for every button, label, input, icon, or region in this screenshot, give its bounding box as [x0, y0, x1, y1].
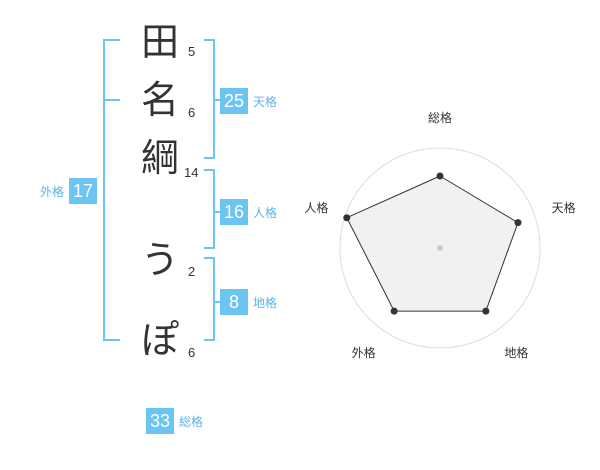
soukaku-label: 総格 — [179, 414, 204, 429]
stroke-count-5: 6 — [188, 345, 196, 360]
stroke-count-1: 5 — [188, 44, 196, 59]
chikaku-badge: 8 地格 — [220, 289, 277, 315]
radar-center-dot — [437, 245, 443, 251]
name-char-1: 田 — [140, 20, 179, 64]
radar-axis-label: 天格 — [552, 200, 576, 215]
soukaku-badge: 33 総格 — [146, 408, 203, 434]
jinkaku-badge: 16 人格 — [220, 199, 277, 225]
chikaku-bracket — [204, 257, 215, 341]
chikaku-label: 地格 — [253, 295, 278, 310]
name-char-5: ぽ — [140, 318, 179, 362]
radar-point — [343, 214, 351, 222]
jinkaku-label: 人格 — [253, 205, 278, 220]
stroke-count-2: 6 — [188, 105, 196, 120]
radar-points — [343, 172, 522, 315]
chikaku-value: 8 — [220, 289, 248, 315]
stroke-count-3: 14 — [184, 165, 199, 180]
tenkaku-badge: 25 天格 — [220, 88, 277, 114]
jinkaku-value: 16 — [220, 199, 248, 225]
name-char-4: う — [140, 238, 179, 282]
radar-point — [482, 307, 490, 315]
radar-polygon — [346, 175, 519, 312]
jinkaku-bracket — [204, 169, 215, 249]
radar-axis-label: 総格 — [428, 110, 452, 125]
name-char-2: 名 — [140, 78, 179, 122]
name-char-3: 綱 — [140, 136, 179, 180]
radar-point — [436, 172, 444, 180]
tenkaku-value: 25 — [220, 88, 248, 114]
gaikaku-label: 外格 — [40, 184, 65, 199]
gaikaku-value: 17 — [69, 178, 98, 204]
radar-axis-label: 外格 — [352, 345, 376, 360]
gaikaku-badge: 外格 17 — [40, 178, 98, 204]
soukaku-value: 33 — [146, 408, 174, 434]
radar-point — [514, 219, 522, 227]
stroke-count-4: 2 — [188, 264, 196, 279]
radar-point — [390, 307, 398, 315]
radar-axis-label: 人格 — [304, 200, 328, 215]
gaikaku-bracket — [103, 39, 120, 341]
tenkaku-label: 天格 — [253, 94, 278, 109]
radar-axis-label: 地格 — [504, 345, 528, 360]
